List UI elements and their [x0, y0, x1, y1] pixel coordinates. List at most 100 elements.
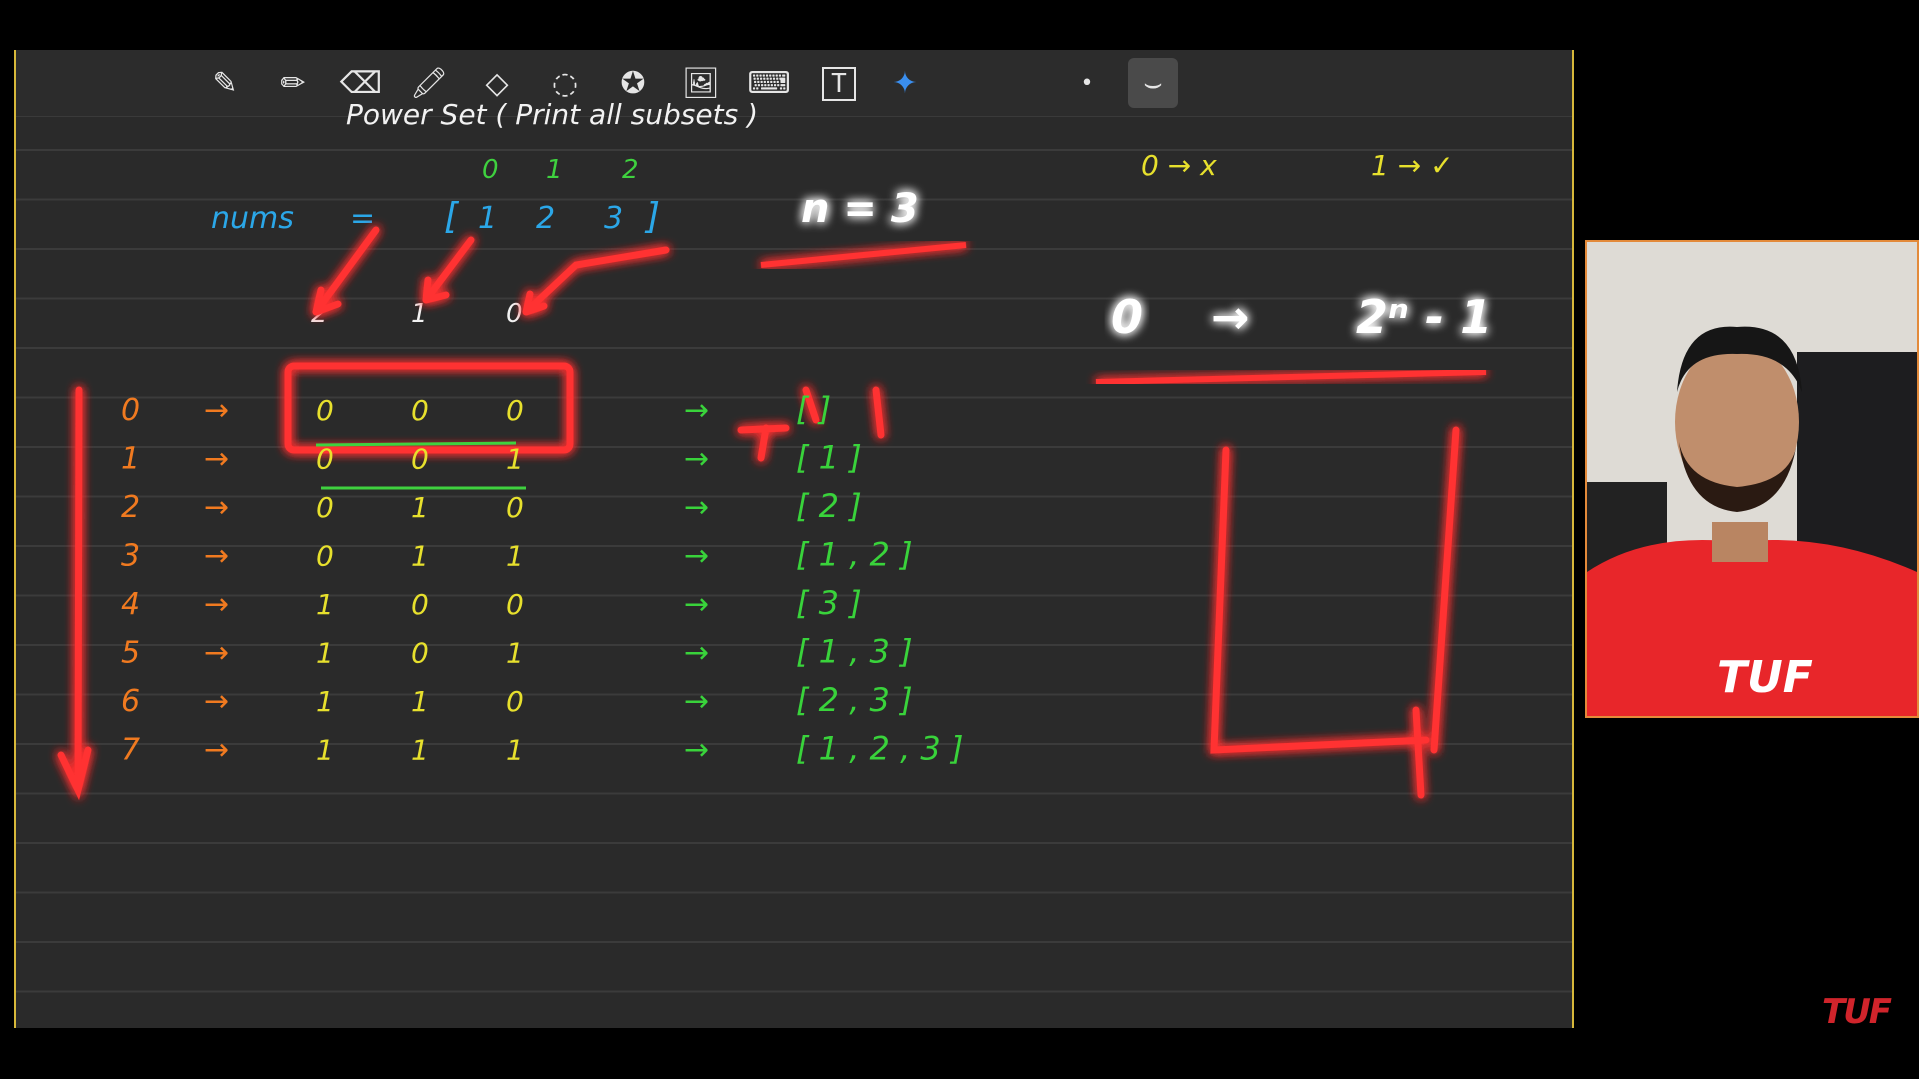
- dot-size-icon[interactable]: •: [1080, 70, 1094, 96]
- shirt-logo: TUF: [1717, 652, 1813, 703]
- highlight-row-0: [284, 362, 574, 454]
- row-bit: 0: [316, 443, 334, 476]
- n-underline: [760, 242, 967, 268]
- nums-value: 2: [536, 201, 555, 236]
- legend-one: 1 → ✓: [1371, 149, 1454, 182]
- keyboard-icon[interactable]: ⌨: [747, 65, 791, 101]
- shapes-icon[interactable]: ◇: [485, 65, 509, 101]
- row-number: 1: [121, 442, 140, 477]
- index-label: 2: [622, 155, 639, 185]
- bit-position-label: 1: [411, 299, 428, 329]
- row-bit: 0: [411, 588, 429, 621]
- row-number: 6: [121, 684, 140, 719]
- row-arrow: →: [204, 587, 229, 622]
- nums-open-bracket: [: [444, 196, 460, 237]
- row-bit: 1: [506, 637, 524, 670]
- index-label: 0: [482, 155, 499, 185]
- row-bit: 0: [411, 637, 429, 670]
- row-bit: 0: [506, 491, 524, 524]
- row-arrow: →: [204, 490, 229, 525]
- laser-arrow-3: [522, 246, 670, 316]
- brand-logo: TUF: [1822, 992, 1892, 1032]
- row-number: 5: [121, 636, 140, 671]
- whiteboard-canvas[interactable]: ✎ ✏ ⌫ 🖍 ◇ ◌ ✪ 🖼 ⌨ T ✦ • ⌣ Power Set ( Pr…: [14, 50, 1574, 1028]
- row-arrow: →: [204, 393, 229, 428]
- row-bit: 1: [411, 491, 429, 524]
- row-bit: 1: [506, 540, 524, 573]
- row-bit: 0: [316, 540, 334, 573]
- subset-arrow: →: [684, 393, 709, 428]
- legend-zero: 0 → x: [1141, 149, 1217, 182]
- laser-pointer-icon[interactable]: ✦: [892, 65, 918, 101]
- scan-document-icon[interactable]: ✎: [212, 65, 238, 101]
- row-bit: 1: [411, 685, 429, 718]
- range-underline: [1095, 369, 1487, 385]
- row-bit: 1: [506, 734, 524, 767]
- page-title: Power Set ( Print all subsets ): [346, 98, 758, 131]
- row-scan-arrow: [57, 386, 92, 801]
- explain-box: [1210, 426, 1460, 799]
- row-arrow: →: [204, 539, 229, 574]
- pen-icon[interactable]: ✏: [280, 65, 306, 101]
- stroke-style-icon[interactable]: ⌣: [1128, 58, 1178, 108]
- lasso-icon[interactable]: ◌: [551, 65, 579, 101]
- row-subset: [ 1 , 2 , 3 ]: [796, 730, 963, 768]
- face: [1675, 340, 1799, 504]
- row-arrow: →: [204, 442, 229, 477]
- row-bit: 0: [506, 588, 524, 621]
- row-subset: [ ]: [796, 390, 831, 428]
- row-bit: 1: [411, 734, 429, 767]
- webcam-feed: TUF: [1585, 240, 1919, 718]
- highlighter-icon[interactable]: 🖍: [409, 65, 449, 101]
- sticker-icon[interactable]: ✪: [620, 65, 646, 101]
- laser-arrow-1: [312, 226, 380, 316]
- row-bit: 1: [316, 734, 334, 767]
- row0-underline: [315, 441, 517, 447]
- text-box-icon[interactable]: T: [822, 67, 856, 101]
- row-number: 2: [121, 490, 140, 525]
- row-bit: 1: [506, 443, 524, 476]
- row-bit: 1: [316, 588, 334, 621]
- laser-arrow-2: [422, 236, 475, 304]
- bit-position-label: 0: [506, 299, 523, 329]
- empty-subset-mark: [737, 386, 885, 462]
- laser-annotations: [57, 226, 1460, 801]
- subset-arrow: →: [684, 490, 709, 525]
- row-bit: 0: [411, 394, 429, 427]
- ruled-lines: [16, 149, 1572, 993]
- row-bit: 0: [506, 685, 524, 718]
- eraser-icon[interactable]: ⌫: [339, 65, 383, 101]
- range-to: 2ⁿ - 1: [1356, 290, 1492, 344]
- row-subset: [ 1 ]: [796, 439, 862, 477]
- equals-sign: =: [350, 201, 375, 236]
- subset-arrow: →: [684, 733, 709, 768]
- image-icon[interactable]: 🖼: [681, 65, 721, 101]
- row-number: 4: [121, 587, 140, 622]
- subset-arrow: →: [684, 442, 709, 477]
- row-subset: [ 2 , 3 ]: [796, 681, 913, 719]
- row-bit: 0: [316, 394, 334, 427]
- drawing-toolbar: ✎ ✏ ⌫ 🖍 ◇ ◌ ✪ 🖼 ⌨ T ✦ • ⌣: [16, 50, 1572, 117]
- red-shirt: [1587, 540, 1917, 716]
- row-bit: 0: [316, 491, 334, 524]
- row-bit: 1: [316, 637, 334, 670]
- row-number: 0: [121, 393, 140, 428]
- index-label: 1: [546, 155, 563, 185]
- subset-arrow: →: [684, 636, 709, 671]
- row-subset: [ 1 , 2 ]: [796, 536, 913, 574]
- row-bit: 1: [411, 540, 429, 573]
- row-bit: 0: [506, 394, 524, 427]
- row-bit: 1: [316, 685, 334, 718]
- subset-arrow: →: [684, 684, 709, 719]
